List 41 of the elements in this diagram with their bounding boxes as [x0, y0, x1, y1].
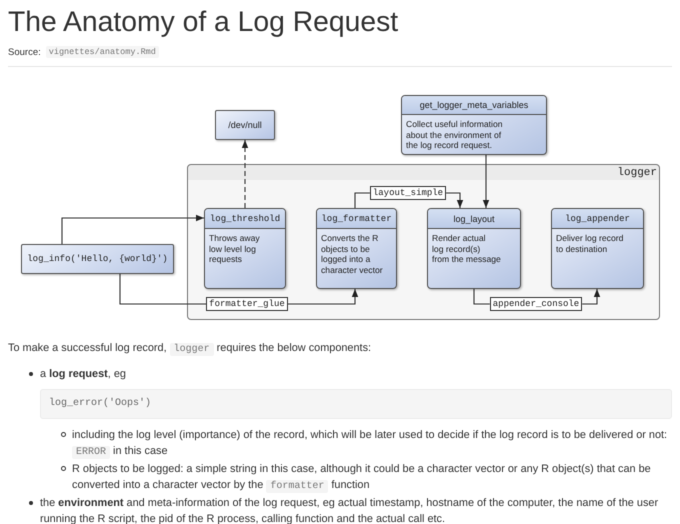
source-label: Source:	[8, 46, 41, 58]
edge-label: layout_simple	[370, 186, 446, 200]
connector-arrow	[354, 192, 464, 209]
card-description: Deliver log record to destination	[556, 233, 624, 254]
card-description: Collect useful information about the environment of the log record request.	[406, 119, 503, 150]
list-item-text: including the log level (importance) of the record, which will be later used to decide if the log record is to be delivered or not: ERROR in this case	[72, 429, 668, 457]
card-description: Render actual log record(s) from the message	[432, 233, 501, 264]
card-title: log_formatter	[317, 209, 396, 229]
process-box	[215, 110, 275, 140]
body-text: To make a successful log record, logger requires the below components:	[8, 342, 372, 354]
card-title: log_layout	[428, 209, 520, 229]
list-item-text: a log request, eg	[40, 368, 126, 380]
list-item-text: the environment and meta-information of the log request, eg actual timestamp, hostname of the computer, the name of the user running the R script, the pid of the R process, calling function and the actual call etc.	[40, 497, 658, 524]
group-title: logger	[617, 166, 657, 180]
dashed-arrow	[242, 140, 248, 208]
inline-code: formatter	[266, 480, 328, 493]
inline-code: ERROR	[72, 446, 110, 459]
file-path: vignettes/anatomy.Rmd	[46, 46, 159, 58]
edge-label: formatter_glue	[206, 297, 288, 311]
card-title: log_threshold	[205, 209, 285, 229]
component-card	[204, 208, 286, 289]
process-box	[21, 244, 174, 274]
component-card	[401, 95, 547, 155]
component-card	[427, 208, 521, 289]
code-block: log_error('Oops')	[40, 389, 672, 419]
connector-arrow	[61, 214, 204, 244]
edge-label: appender_console	[490, 297, 582, 311]
box-label: log_info('Hello, {world}')	[27, 254, 168, 264]
connector-arrow	[119, 273, 358, 305]
card-description: Throws away low level log requests	[209, 233, 260, 264]
component-card	[316, 208, 397, 289]
card-title: log_appender	[552, 209, 643, 229]
group-container	[187, 164, 660, 320]
component-card	[551, 208, 644, 289]
card-description: Converts the R objects to be logged into a character vector	[321, 233, 383, 275]
box-label: /dev/null	[228, 120, 262, 130]
card-title: get_logger_meta_variables	[402, 96, 546, 115]
inline-code: logger	[170, 343, 214, 356]
connector-arrow	[482, 155, 490, 208]
connector-arrow	[473, 288, 600, 305]
page-title: The Anatomy of a Log Request	[8, 4, 398, 39]
